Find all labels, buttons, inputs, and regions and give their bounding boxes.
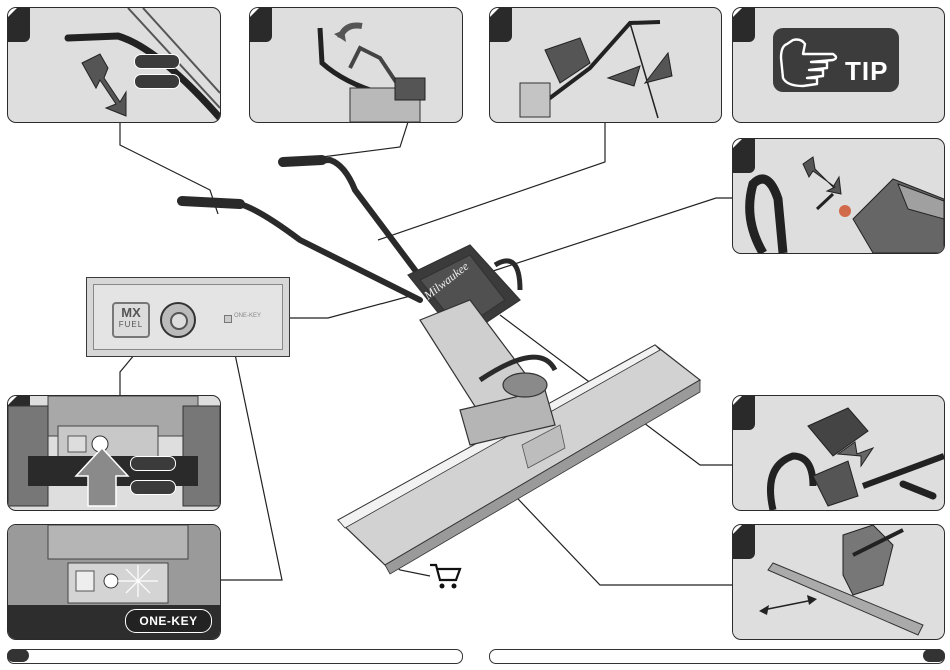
onekey-small-label: ONE-KEY bbox=[234, 313, 261, 319]
callout-line-5 bbox=[290, 295, 414, 318]
label-placeholder bbox=[130, 480, 176, 495]
page-bar-left bbox=[7, 649, 463, 664]
callout-line-9 bbox=[500, 480, 732, 585]
panel-tip: TIP bbox=[732, 7, 945, 123]
panel-battery-insert bbox=[732, 395, 945, 511]
blade-illustration bbox=[733, 525, 944, 639]
label-placeholder bbox=[134, 54, 180, 69]
motor-body bbox=[408, 245, 555, 445]
panel-battery-latch bbox=[732, 138, 945, 254]
pointing-hand-icon bbox=[773, 28, 843, 92]
callout-line-3 bbox=[378, 122, 605, 240]
panel-onekey: ONE-KEY bbox=[7, 524, 221, 640]
battery-insert-illustration bbox=[733, 396, 944, 510]
panel-power-on bbox=[7, 395, 221, 511]
page-bar-left-dot bbox=[7, 649, 29, 662]
handle-angle-illustration bbox=[490, 8, 721, 122]
label-placeholder bbox=[130, 456, 176, 471]
onekey-badge: ONE-KEY bbox=[125, 609, 212, 633]
callout-line-4 bbox=[490, 198, 732, 272]
battery-latch-illustration bbox=[733, 139, 944, 253]
page-bar-right bbox=[489, 649, 945, 664]
tip-badge: TIP bbox=[773, 28, 899, 92]
step-tag bbox=[733, 8, 755, 42]
handle-height-illustration bbox=[8, 8, 220, 122]
panel-blade bbox=[732, 524, 945, 640]
panel-handle-fold bbox=[249, 7, 463, 123]
callout-line-2 bbox=[322, 122, 408, 157]
control-panel-detail: MX FUEL ONE-KEY bbox=[86, 277, 290, 357]
page-bar-right-dot bbox=[923, 649, 945, 662]
panel-handle-angle bbox=[489, 7, 722, 123]
callout-line-7 bbox=[220, 330, 282, 580]
label-placeholder bbox=[134, 74, 180, 89]
power-on-illustration bbox=[8, 396, 220, 510]
power-button-icon[interactable] bbox=[160, 302, 196, 338]
cart-icon bbox=[430, 565, 460, 589]
handle-fold-illustration bbox=[250, 8, 462, 122]
onekey-led bbox=[224, 315, 232, 323]
mx-fuel-logo: MX FUEL bbox=[112, 302, 150, 338]
panel-handle-height bbox=[7, 7, 221, 123]
tip-label: TIP bbox=[845, 56, 888, 87]
control-panel-face: MX FUEL ONE-KEY bbox=[93, 284, 283, 350]
